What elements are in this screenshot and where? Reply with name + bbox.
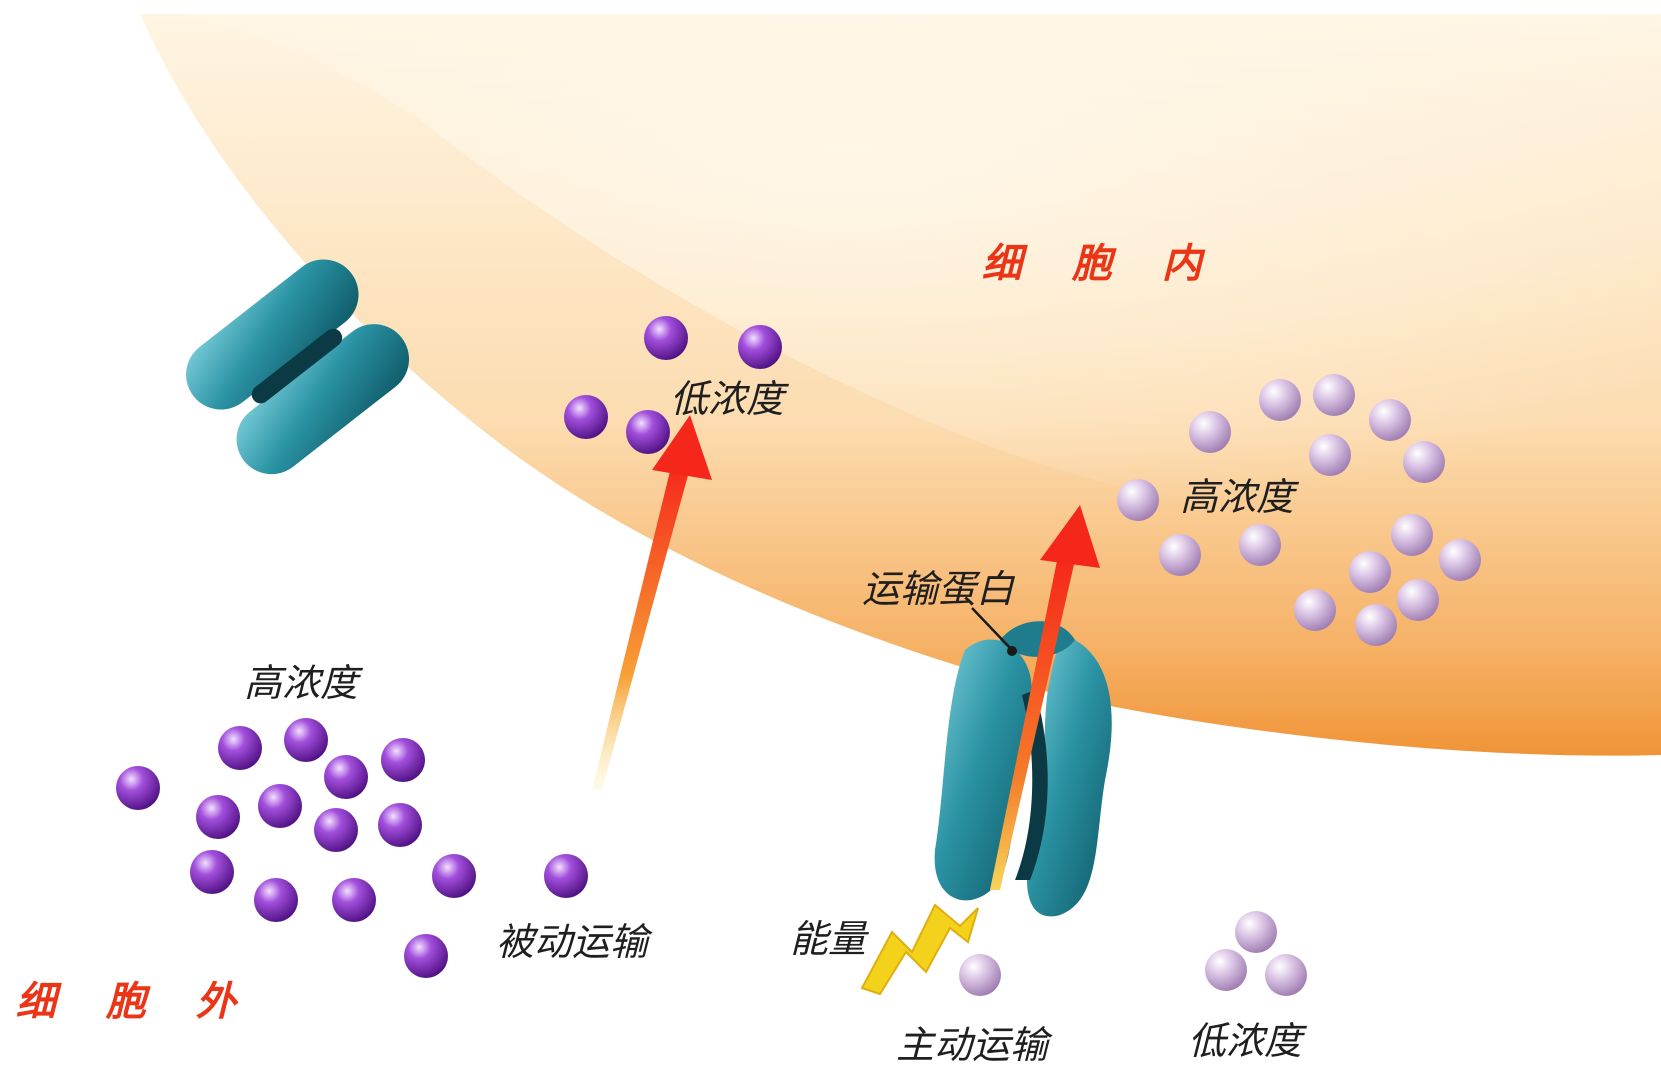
molecule	[1189, 411, 1231, 453]
molecule	[1239, 524, 1281, 566]
active-low-conc-label: 低浓度	[1188, 1022, 1302, 1060]
molecule	[1355, 604, 1397, 646]
molecule	[116, 766, 160, 810]
carrier-pointer-dot	[1007, 646, 1017, 656]
molecule	[1391, 514, 1433, 556]
inside-cell-label: 细 胞 内	[982, 244, 1220, 284]
molecule	[1349, 551, 1391, 593]
molecule	[626, 410, 670, 454]
molecule	[196, 795, 240, 839]
molecule	[959, 954, 1001, 996]
molecule	[644, 316, 688, 360]
molecule	[314, 808, 358, 852]
active-high-conc-label: 高浓度	[1180, 478, 1294, 516]
passive-high-conc-label: 高浓度	[244, 664, 358, 702]
molecule	[564, 395, 608, 439]
molecule	[432, 854, 476, 898]
active-transport-label: 主动运输	[896, 1026, 1048, 1064]
molecule	[218, 726, 262, 770]
molecule	[1403, 441, 1445, 483]
molecule	[544, 854, 588, 898]
molecule	[1117, 479, 1159, 521]
molecule	[1439, 539, 1481, 581]
molecule	[1309, 434, 1351, 476]
molecule	[1369, 399, 1411, 441]
outside-cell-label: 细 胞 外	[16, 982, 254, 1022]
energy-label: 能量	[790, 920, 866, 958]
molecule	[258, 784, 302, 828]
molecule	[1397, 579, 1439, 621]
molecule	[190, 850, 234, 894]
molecule	[332, 878, 376, 922]
passive-low-conc-label: 低浓度	[670, 380, 784, 418]
molecule	[1259, 379, 1301, 421]
molecule	[738, 325, 782, 369]
molecule	[1313, 374, 1355, 416]
molecule	[404, 934, 448, 978]
molecule	[324, 755, 368, 799]
molecule	[284, 718, 328, 762]
molecule	[1205, 949, 1247, 991]
molecule	[381, 738, 425, 782]
carrier-protein-label: 运输蛋白	[862, 570, 1014, 608]
molecule	[378, 803, 422, 847]
passive-transport-label: 被动运输	[496, 923, 648, 961]
molecule	[1159, 534, 1201, 576]
molecule	[1265, 954, 1307, 996]
molecule	[1294, 589, 1336, 631]
molecule	[254, 878, 298, 922]
molecule	[1235, 911, 1277, 953]
